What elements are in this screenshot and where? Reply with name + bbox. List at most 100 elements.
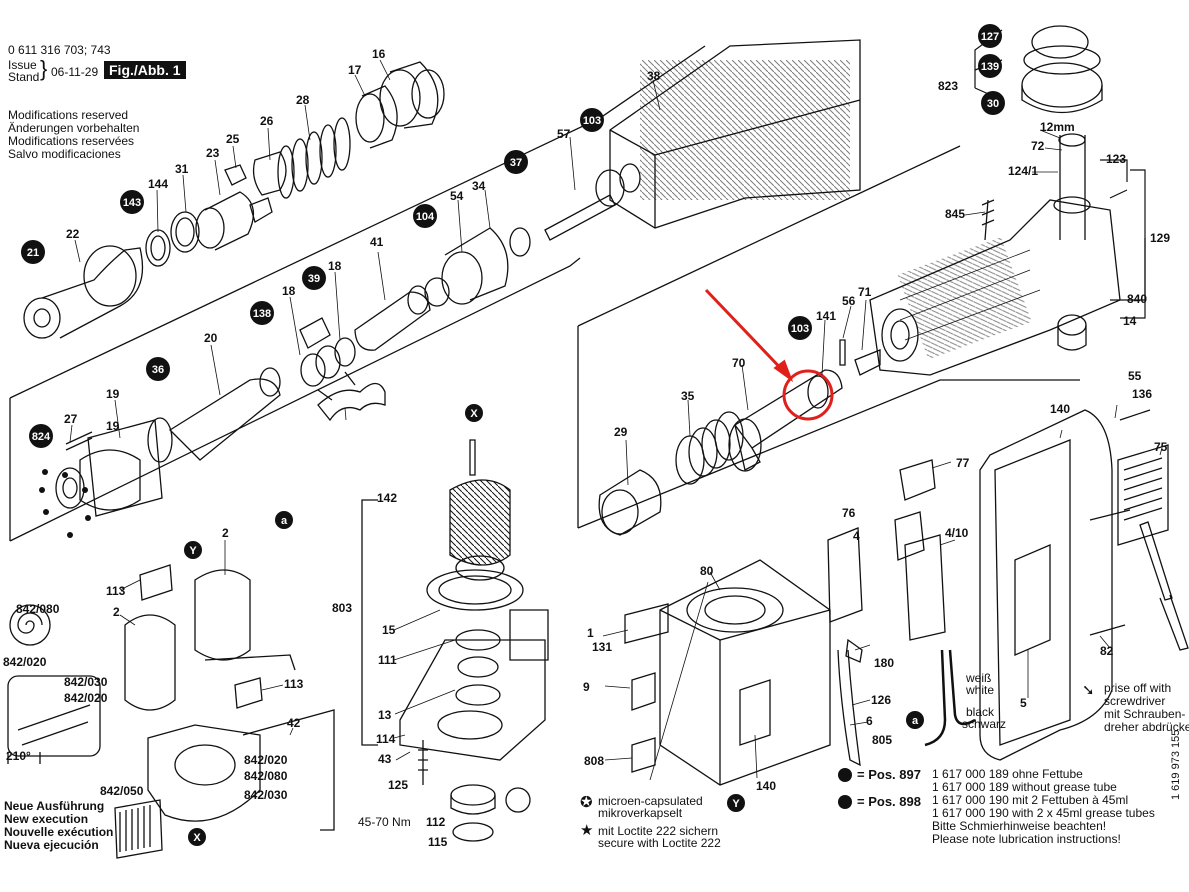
part-label: 56 xyxy=(842,294,856,308)
prise-arrow-icon: ➘ xyxy=(1082,682,1095,699)
part-label: 57 xyxy=(557,127,571,141)
microen-symbol: ✪ xyxy=(580,794,593,811)
part-label: 15 xyxy=(382,623,396,637)
symbol-bubble: a xyxy=(275,511,293,529)
part-label: 20 xyxy=(204,331,218,345)
part-label: 842/020 xyxy=(3,655,47,669)
part-label: 13 xyxy=(378,708,392,722)
grease-line: 1 617 000 189 without grease tube xyxy=(932,780,1117,794)
part-label: 72 xyxy=(1031,139,1045,153)
part-label: 31 xyxy=(175,162,189,176)
part-label: 6 xyxy=(866,714,873,728)
part-label: 43 xyxy=(378,752,392,766)
issue-brace: } xyxy=(40,56,48,81)
part-label: 42 xyxy=(287,716,301,730)
pos-897: = Pos. 897 xyxy=(857,767,921,782)
svg-text:X: X xyxy=(193,832,201,844)
modification-line: Modifications reserved xyxy=(8,108,129,122)
microen-line: mikroverkapselt xyxy=(598,806,683,820)
part-label: 70 xyxy=(732,356,746,370)
part-label: 1 xyxy=(587,626,594,640)
pos-898: = Pos. 898 xyxy=(857,794,921,809)
part-label: 35 xyxy=(681,389,695,403)
svg-text:103: 103 xyxy=(791,323,809,335)
svg-text:37: 37 xyxy=(510,157,522,169)
part-label: 5 xyxy=(1020,696,1027,710)
part-label: 113 xyxy=(284,677,304,691)
part-label: 142 xyxy=(377,491,397,505)
new-execution-line: Nueva ejecución xyxy=(4,838,99,852)
part-label: 144 xyxy=(148,177,168,191)
loctite-line: secure with Loctite 222 xyxy=(598,836,721,850)
callout-bubble: 127 xyxy=(978,24,1002,48)
part-label: 210° xyxy=(6,749,31,763)
svg-text:127: 127 xyxy=(981,31,999,43)
pos-897-bullet xyxy=(838,768,852,782)
microen-line: microen-capsulated xyxy=(598,794,703,808)
part-label: 842/080 xyxy=(244,769,288,783)
callout-bubble: 37 xyxy=(504,150,528,174)
part-label: 9 xyxy=(583,680,590,694)
part-label: 124/1 xyxy=(1008,164,1038,178)
svg-text:104: 104 xyxy=(416,211,435,223)
part-label: 842/080 xyxy=(16,602,60,616)
part-label: 125 xyxy=(388,778,408,792)
modifications-note: Modifications reserved Änderungen vorbeh… xyxy=(8,109,139,161)
callout-bubble: 103 xyxy=(580,108,604,132)
part-label: 842/050 xyxy=(100,784,144,798)
prise-line: dreher abdrücken xyxy=(1104,720,1189,734)
callout-bubble: 143 xyxy=(120,190,144,214)
callout-bubble: 21 xyxy=(21,240,45,264)
callout-bubble: 103 xyxy=(788,316,812,340)
part-label: 126 xyxy=(871,693,891,707)
part-label: 136 xyxy=(1132,387,1152,401)
svg-text:Y: Y xyxy=(732,798,740,810)
part-label: 112 xyxy=(426,815,446,829)
svg-text:a: a xyxy=(281,515,288,527)
prise-note: prise off with screwdriver mit Schrauben… xyxy=(1104,682,1189,734)
part-label: 71 xyxy=(858,285,872,299)
part-label: 26 xyxy=(260,114,274,128)
prise-line: prise off with xyxy=(1104,681,1172,695)
part-label: 140 xyxy=(1050,402,1070,416)
new-execution-line: Nouvelle exécution xyxy=(4,825,114,839)
part-label: 842/020 xyxy=(244,753,288,767)
modification-line: Salvo modificaciones xyxy=(8,147,121,161)
grease-line: Please note lubrication instructions! xyxy=(932,832,1121,846)
part-label: 113 xyxy=(106,584,126,598)
part-label: 2 xyxy=(222,526,229,540)
callout-bubble: 138 xyxy=(250,301,274,325)
part-label: 4 xyxy=(853,529,860,543)
callout-bubble: 39 xyxy=(302,266,326,290)
part-label: 140 xyxy=(756,779,776,793)
grease-line: 1 617 000 190 with 2 x 45ml grease tubes xyxy=(932,806,1155,820)
part-label: 842/020 xyxy=(64,691,108,705)
part-label: 123 xyxy=(1106,152,1126,166)
torque-value: 45-70 Nm xyxy=(358,815,411,829)
loctite-star-icon: ★ xyxy=(580,822,594,839)
new-execution-line: New execution xyxy=(4,812,89,826)
loctite-line: mit Loctite 222 sichern xyxy=(598,824,719,838)
document-number: 1 619 973 155 xyxy=(1170,729,1182,800)
svg-text:103: 103 xyxy=(583,115,601,127)
part-label: 23 xyxy=(206,146,220,160)
svg-text:824: 824 xyxy=(32,431,51,443)
grease-line: Bitte Schmierhinweise beachten! xyxy=(932,819,1107,833)
part-label: 845 xyxy=(945,207,965,221)
part-label: 80 xyxy=(700,564,714,578)
part-numbers: 0 611 316 703; 743 xyxy=(8,43,111,57)
svg-text:21: 21 xyxy=(27,247,39,259)
part-label: 114 xyxy=(376,732,396,746)
wire-label-black: black xyxy=(966,705,995,719)
svg-text:X: X xyxy=(470,408,478,420)
grease-line: 1 617 000 189 ohne Fettube xyxy=(932,767,1083,781)
part-label: 28 xyxy=(296,93,310,107)
issue-date: 06-11-29 xyxy=(51,65,99,79)
svg-text:30: 30 xyxy=(987,98,999,110)
part-label: 129 xyxy=(1150,231,1170,245)
symbol-bubble: Y xyxy=(184,541,202,559)
part-label: 34 xyxy=(472,179,486,193)
svg-text:139: 139 xyxy=(981,61,999,73)
svg-text:a: a xyxy=(912,715,919,727)
